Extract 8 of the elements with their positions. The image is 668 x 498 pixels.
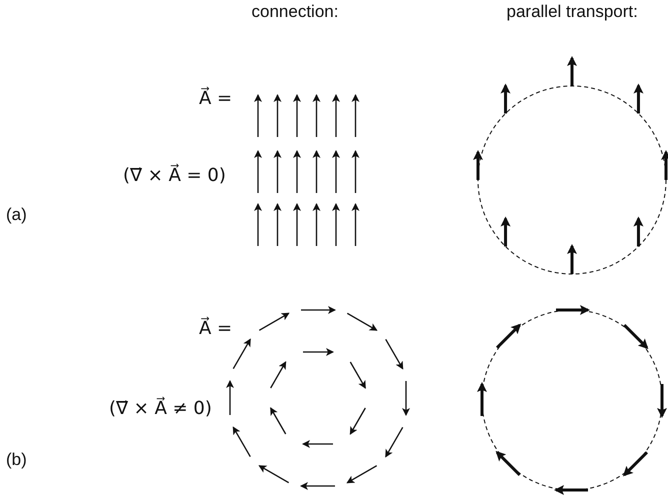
column-heading: parallel transport: <box>506 2 638 22</box>
panel-label: (b) <box>6 450 27 470</box>
panel-label: (a) <box>6 205 27 225</box>
equation: (∇⃗ × A⃗ = 0) <box>123 165 226 186</box>
equation: (∇⃗ × A⃗ ≠ 0) <box>109 398 212 419</box>
equation: A⃗ = <box>199 88 232 109</box>
equation: A⃗ = <box>199 318 232 339</box>
column-heading: connection: <box>252 2 338 22</box>
